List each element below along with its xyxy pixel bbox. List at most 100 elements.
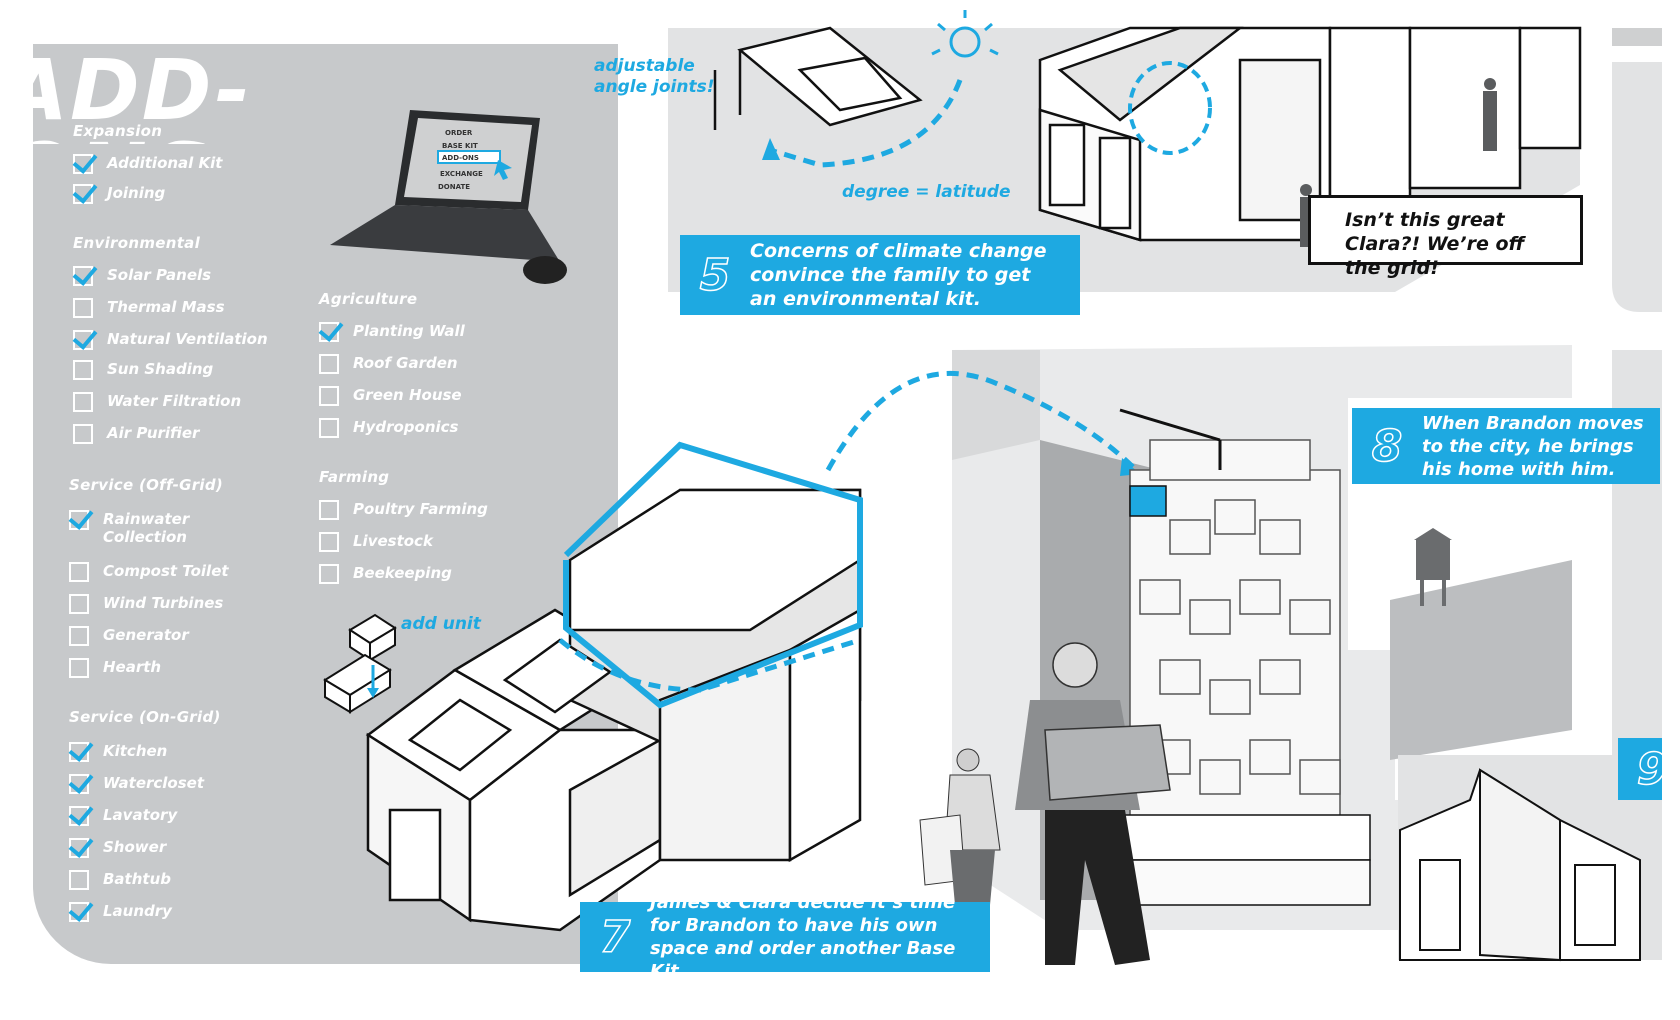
step-number: 9 xyxy=(1622,743,1662,796)
checkbox-empty-icon[interactable] xyxy=(319,500,339,520)
option-wind-turbines[interactable]: Wind Turbines xyxy=(69,594,223,618)
highlight-outline xyxy=(563,441,863,709)
checkbox-checked-icon[interactable] xyxy=(69,510,89,530)
checkbox-checked-icon[interactable] xyxy=(69,806,89,826)
option-green-house[interactable]: Green House xyxy=(319,386,462,410)
option-air-purifier[interactable]: Air Purifier xyxy=(73,424,199,448)
option-label: Livestock xyxy=(353,532,433,550)
option-compost-toilet[interactable]: Compost Toilet xyxy=(69,562,229,586)
checkbox-checked-icon[interactable] xyxy=(69,902,89,922)
menu-item-donate: DONATE xyxy=(438,183,470,191)
step-number: 7 xyxy=(599,911,631,964)
step-text: James & Clara decide it’s time for Brand… xyxy=(650,892,956,982)
checkbox-empty-icon[interactable] xyxy=(319,354,339,374)
checkbox-checked-icon[interactable] xyxy=(69,838,89,858)
callout-step-8: 8 When Brandon moves to the city, he bri… xyxy=(1352,408,1660,484)
option-label: Wind Turbines xyxy=(103,594,224,612)
menu-item-add-ons: ADD-ONS xyxy=(442,154,479,162)
option-label: Planting Wall xyxy=(353,322,465,340)
figure-brandon-carrying-box xyxy=(1015,642,1171,965)
figure-man-with-belongings xyxy=(919,748,1001,905)
option-lavatory[interactable]: Lavatory xyxy=(69,806,177,830)
new-unit-highlight xyxy=(1129,485,1167,517)
option-label: Watercloset xyxy=(103,774,205,792)
menu-item-base-kit: BASE KIT xyxy=(442,142,478,150)
option-label: Poultry Farming xyxy=(353,500,488,518)
step-number: 5 xyxy=(699,249,731,302)
option-label: Generator xyxy=(103,626,189,644)
cursor-icon xyxy=(494,160,512,180)
arrowhead-icon xyxy=(762,138,780,160)
checkbox-checked-icon[interactable] xyxy=(73,154,93,174)
tower-crane xyxy=(1119,408,1222,470)
checkbox-empty-icon[interactable] xyxy=(69,658,89,678)
checkbox-checked-icon[interactable] xyxy=(73,330,93,350)
option-thermal-mass[interactable]: Thermal Mass xyxy=(73,298,225,322)
checkbox-checked-icon[interactable] xyxy=(319,322,339,342)
option-joining[interactable]: Joining xyxy=(73,184,165,208)
option-kitchen[interactable]: Kitchen xyxy=(69,742,167,766)
option-additional-kit[interactable]: Additional Kit xyxy=(73,154,222,178)
option-hearth[interactable]: Hearth xyxy=(69,658,161,682)
checkbox-empty-icon[interactable] xyxy=(319,418,339,438)
option-sun-shading[interactable]: Sun Shading xyxy=(73,360,213,384)
callout-step-5: 5 Concerns of climate change convince th… xyxy=(680,235,1080,315)
checkbox-empty-icon[interactable] xyxy=(69,562,89,582)
water-tower-icon xyxy=(1414,528,1452,606)
checkbox-empty-icon[interactable] xyxy=(69,870,89,890)
checkbox-empty-icon[interactable] xyxy=(73,298,93,318)
street-level xyxy=(1119,814,1371,906)
step-text: Concerns of climate change convince the … xyxy=(750,240,1047,310)
checkbox-empty-icon[interactable] xyxy=(73,424,93,444)
option-roof-garden[interactable]: Roof Garden xyxy=(319,354,458,378)
callout-step-9: 9 xyxy=(1618,738,1662,800)
option-label: Thermal Mass xyxy=(107,298,225,316)
option-natural-ventilation[interactable]: Natural Ventilation xyxy=(73,330,268,354)
option-livestock[interactable]: Livestock xyxy=(319,532,433,556)
checkbox-checked-icon[interactable] xyxy=(73,266,93,286)
option-label: Rainwater Collection xyxy=(103,510,190,546)
option-label: Kitchen xyxy=(103,742,168,760)
menu-item-order: ORDER xyxy=(445,129,473,137)
checkbox-empty-icon[interactable] xyxy=(319,386,339,406)
option-label: Roof Garden xyxy=(353,354,458,372)
option-label: Hydroponics xyxy=(353,418,459,436)
option-generator[interactable]: Generator xyxy=(69,626,189,650)
option-label: Hearth xyxy=(103,658,162,676)
option-laundry[interactable]: Laundry xyxy=(69,902,172,926)
option-shower[interactable]: Shower xyxy=(69,838,166,862)
option-planting-wall[interactable]: Planting Wall xyxy=(319,322,465,346)
option-bathtub[interactable]: Bathtub xyxy=(69,870,171,894)
option-rainwater-collection[interactable]: Rainwater Collection xyxy=(69,510,223,550)
menu-item-exchange: EXCHANGE xyxy=(440,170,483,178)
option-water-filtration[interactable]: Water Filtration xyxy=(73,392,241,416)
option-poultry-farming[interactable]: Poultry Farming xyxy=(319,500,488,524)
option-watercloset[interactable]: Watercloset xyxy=(69,774,204,798)
hanging-panel xyxy=(713,26,923,130)
checkbox-empty-icon[interactable] xyxy=(69,626,89,646)
section-heading-agriculture: Agriculture xyxy=(319,290,418,308)
checkbox-empty-icon[interactable] xyxy=(73,392,93,412)
joint-highlight xyxy=(1128,61,1212,155)
checkbox-empty-icon[interactable] xyxy=(73,360,93,380)
option-label: Bathtub xyxy=(103,870,171,888)
checkbox-checked-icon[interactable] xyxy=(73,184,93,204)
step-number: 8 xyxy=(1371,420,1403,473)
rotation-arrow xyxy=(769,79,963,168)
option-hydroponics[interactable]: Hydroponics xyxy=(319,418,458,442)
step-text: When Brandon moves to the city, he bring… xyxy=(1422,412,1644,480)
checkbox-empty-icon[interactable] xyxy=(319,564,339,584)
option-label: Compost Toilet xyxy=(103,562,229,580)
checkbox-empty-icon[interactable] xyxy=(69,594,89,614)
checkbox-checked-icon[interactable] xyxy=(69,742,89,762)
arrowhead-icon xyxy=(367,688,379,698)
house-environmental-kit xyxy=(1038,26,1582,242)
option-solar-panels[interactable]: Solar Panels xyxy=(73,266,211,290)
checkbox-empty-icon[interactable] xyxy=(319,532,339,552)
option-beekeeping[interactable]: Beekeeping xyxy=(319,564,452,588)
label-degree-latitude: degree = latitude xyxy=(842,182,1011,202)
house-bottom-right xyxy=(1399,768,1641,962)
checkbox-checked-icon[interactable] xyxy=(69,774,89,794)
